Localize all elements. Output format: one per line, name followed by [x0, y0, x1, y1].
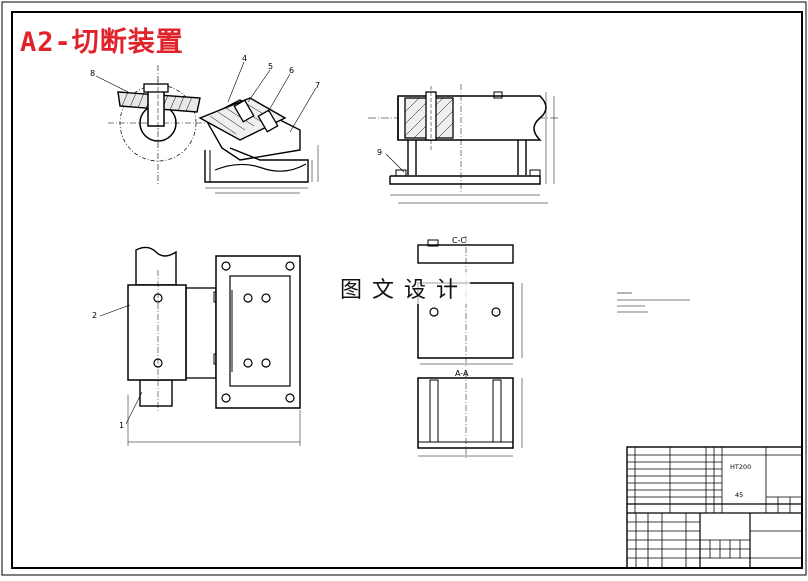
title-block-text: HT200 45 — [730, 463, 751, 499]
callout-label: 7 — [315, 81, 320, 90]
section-c-label: C-C — [452, 236, 466, 245]
plan-view-callouts: 2 1 — [92, 311, 124, 430]
material-hr: HT200 — [730, 463, 751, 471]
plan-view — [99, 246, 301, 446]
inner-border — [11, 11, 803, 569]
section-a-label: A-A — [455, 369, 469, 378]
callout-label: 9 — [377, 148, 382, 157]
drawing-title: A2-切断装置 — [20, 27, 184, 58]
callout-label: 5 — [268, 62, 273, 71]
callout-label: 4 — [242, 54, 247, 63]
section-a-view — [417, 372, 523, 460]
material-45: 45 — [735, 491, 743, 499]
callout-label: 6 — [289, 66, 294, 75]
callout-label: 2 — [92, 311, 97, 320]
watermark-text: 图文设计 — [338, 272, 471, 304]
front-view — [95, 61, 319, 194]
callout-label: 8 — [90, 69, 95, 78]
front-view-callouts: 8 4 5 6 7 — [90, 54, 320, 90]
side-view-callouts: 9 — [377, 148, 382, 157]
technical-notes — [617, 292, 690, 313]
title-block — [626, 446, 803, 569]
side-view — [368, 84, 560, 204]
callout-label: 1 — [119, 421, 124, 430]
